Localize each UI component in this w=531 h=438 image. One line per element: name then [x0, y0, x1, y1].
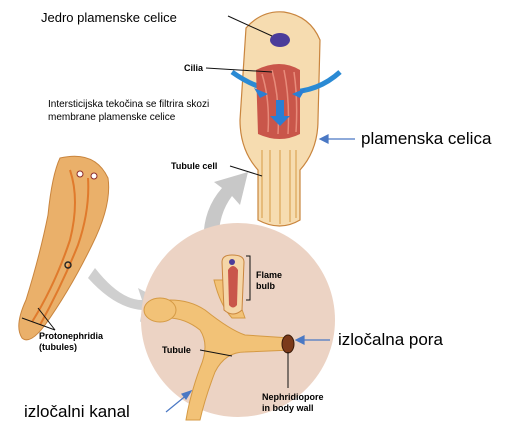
nucleus-label: Jedro plamenske celice	[41, 10, 177, 25]
flame-bulb-label-line2: bulb	[256, 281, 275, 291]
flame-bulb-label-line1: Flame	[256, 270, 282, 280]
protonephridia-label-line2: (tubules)	[39, 342, 77, 352]
nephridiopore-label-line2: in body wall	[262, 403, 314, 413]
flame-cell-large	[232, 12, 340, 226]
magnified-view-circle	[141, 223, 335, 417]
protonephridia-label-line1: Protonephridia	[39, 331, 103, 341]
filtration-label: Intersticijska tekočina se filtrira skoz…	[48, 98, 224, 124]
nephridiopore-label-line1: Nephridiopore	[262, 392, 324, 402]
cilia-label: Cilia	[184, 63, 203, 73]
planarian-worm	[19, 156, 109, 340]
excretory-pore-label: izločalna pora	[338, 330, 443, 350]
flame-cell-pointer	[320, 135, 355, 143]
tubule-label: Tubule	[162, 345, 191, 355]
excretory-canal-label: izločalni kanal	[24, 402, 130, 422]
flame-cell-label: plamenska celica	[361, 129, 491, 149]
tubule-cell-label: Tubule cell	[171, 161, 217, 171]
